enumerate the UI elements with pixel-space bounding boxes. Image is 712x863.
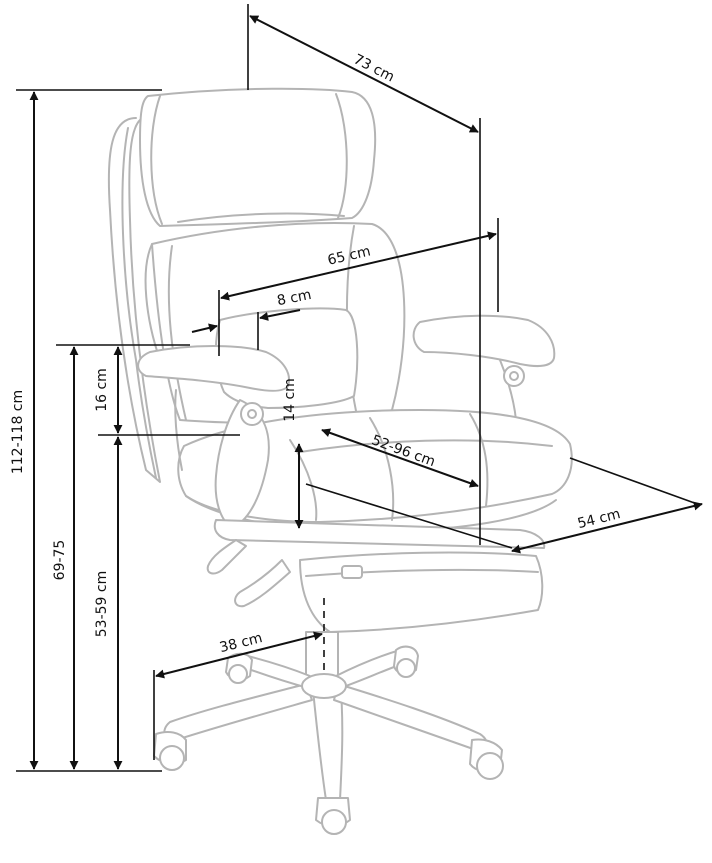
backrest-seam-left <box>167 245 187 421</box>
caster-front <box>315 797 351 835</box>
dim-arrow-base-radius <box>155 631 323 679</box>
caster-left <box>153 731 187 771</box>
footrest-pad-seam <box>305 568 539 577</box>
tilt-lever <box>206 539 247 575</box>
ref-line-seat-edge <box>305 483 513 549</box>
dim-arrow-seat-width <box>220 231 497 301</box>
footrest-pad <box>299 551 544 633</box>
dim-arrow-base-width <box>511 501 703 554</box>
left-armrest-knob-inner <box>247 409 257 419</box>
backrest-side-inner <box>121 127 157 479</box>
caster-back-right <box>393 645 419 678</box>
chair-illustration <box>107 87 573 835</box>
left-armrest-pad <box>137 345 290 392</box>
dim-arrow-seat-depth <box>321 428 479 488</box>
label-armrest-width: 8 cm <box>276 287 313 309</box>
base-hub <box>301 673 347 699</box>
label-armrest-height: 16 cm <box>94 368 110 412</box>
label-base-radius: 38 cm <box>218 630 264 656</box>
right-armrest <box>412 314 556 367</box>
backrest-side-frame <box>107 117 161 483</box>
seat-quilt-right <box>469 413 489 507</box>
caster-right <box>469 738 504 780</box>
right-armrest-knob-inner <box>509 371 519 381</box>
dimension-lines <box>16 4 703 772</box>
left-armrest-bracket <box>174 389 183 471</box>
gas-lift-column <box>305 631 339 681</box>
left-armrest-knob <box>240 402 264 426</box>
label-total-height: 112-118 cm <box>10 390 26 474</box>
footrest-hinge <box>341 565 363 579</box>
label-seat-height: 53-59 cm <box>94 571 110 637</box>
right-armrest-knob <box>503 365 525 387</box>
headrest-seam-left <box>150 95 163 225</box>
dim-arrow-depth-top <box>249 15 479 133</box>
base-leg-right <box>333 683 489 752</box>
base-leg-left <box>163 683 313 742</box>
label-base-width: 54 cm <box>576 506 622 532</box>
ref-line-base-right <box>569 457 701 506</box>
label-depth-top: 73 cm <box>351 51 397 85</box>
label-armrest-floor-height: 69-75 <box>52 540 68 581</box>
dim-arrow-armrest-width-left <box>191 323 218 333</box>
height-lever <box>234 559 291 608</box>
backrest-curve <box>144 243 161 361</box>
dim-arrow-armrest-width-right <box>259 309 301 321</box>
footrest-bar <box>213 519 546 549</box>
headrest-tuck <box>177 212 345 223</box>
label-seat-thickness: 14 cm <box>282 378 298 422</box>
